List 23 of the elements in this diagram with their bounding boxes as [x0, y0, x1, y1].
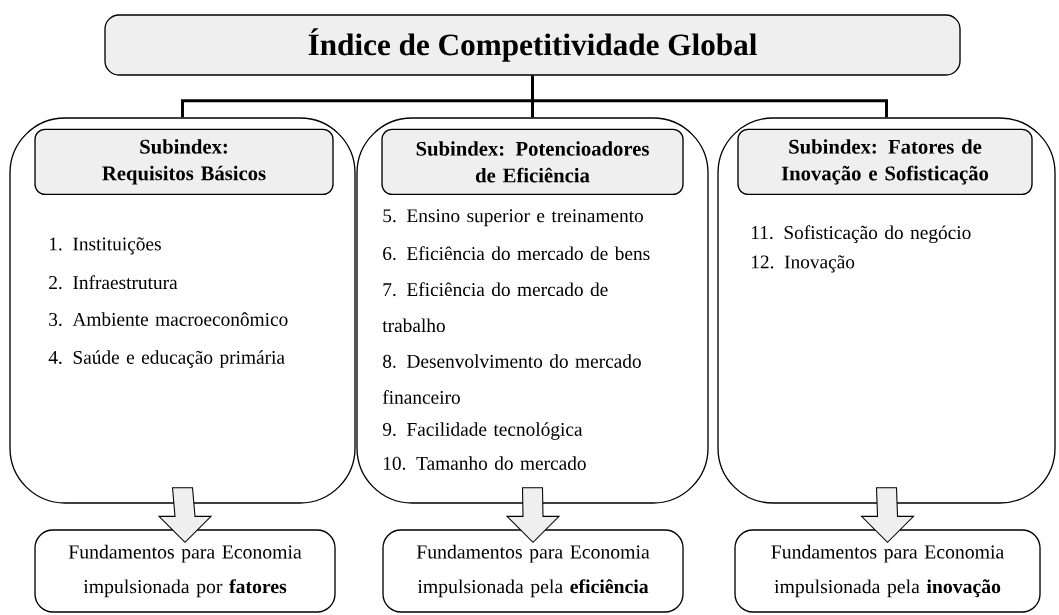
- list-item: 10. Tamanho do mercado: [383, 456, 586, 470]
- header-box: Subindex: Requisitos Básicos: [34, 128, 334, 195]
- header-box: Subindex: Fatores de Inovação e Sofisticação: [737, 128, 1033, 195]
- block-arrow: [157, 487, 213, 544]
- header-box: Subindex: Potencioadores de Eficiência: [381, 128, 684, 195]
- connector-line: [531, 75, 888, 118]
- list-item: 2. Infraestrutura: [49, 275, 178, 290]
- list-item: 7. Eficiência do mercado de trabalho: [382, 282, 608, 333]
- block-arrow: [505, 487, 561, 544]
- list-item: 12. Inovação: [751, 255, 855, 273]
- title-box: Índice de Competitividade Global: [104, 14, 961, 76]
- list-item: 9. Facilidade tecnológica: [382, 422, 583, 440]
- result-box: Fundamentos para Economia impulsionada pela eficiência: [382, 529, 684, 613]
- block-arrow: [860, 487, 915, 544]
- list-item: 5. Ensino superior e treinamento: [383, 209, 643, 227]
- result-box: Fundamentos para Economia impulsionada pela inovação: [734, 529, 1041, 613]
- result-box: Fundamentos para Economia impulsionada por fatores: [34, 529, 336, 613]
- list-item: 4. Saúde e educação primária: [48, 350, 285, 368]
- list-item: 6. Eficiência do mercado de bens: [383, 246, 650, 261]
- list-item: 11. Sofisticação do negócio: [751, 225, 971, 244]
- list-item: 3. Ambiente macroeconômico: [49, 312, 288, 326]
- list-item: 8. Desenvolvimento do mercado financeiro: [382, 354, 641, 404]
- list-item: 1. Instituições: [49, 237, 161, 255]
